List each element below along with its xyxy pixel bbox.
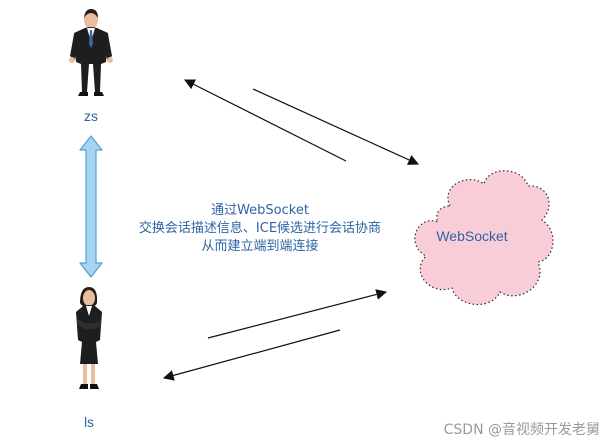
arrow-cloud-to-ls <box>162 329 341 381</box>
arrow-cloud-to-zs <box>184 79 347 162</box>
caption-text: 通过WebSocket 交换会话描述信息、ICE候选进行会话协商 从而建立端到端… <box>100 202 420 256</box>
cloud-label: WebSocket <box>436 228 508 244</box>
arrow-ls-to-cloud <box>207 289 388 339</box>
arrow-zs-to-cloud <box>252 88 419 165</box>
websocket-cloud-shape <box>414 170 554 306</box>
watermark-text: CSDN @音视频开发老舅 <box>443 422 600 438</box>
caption-line: 交换会话描述信息、ICE候选进行会话协商 <box>138 221 382 236</box>
caption-line: 从而建立端到端连接 <box>201 239 319 254</box>
bottom-person-label: ls <box>83 414 95 430</box>
top-person-label: zs <box>84 108 98 124</box>
bottom-person-figure-icon <box>76 287 102 389</box>
caption-line: 通过WebSocket <box>211 203 309 218</box>
vertical-double-arrow <box>79 135 103 278</box>
top-person-figure-icon <box>69 9 113 96</box>
